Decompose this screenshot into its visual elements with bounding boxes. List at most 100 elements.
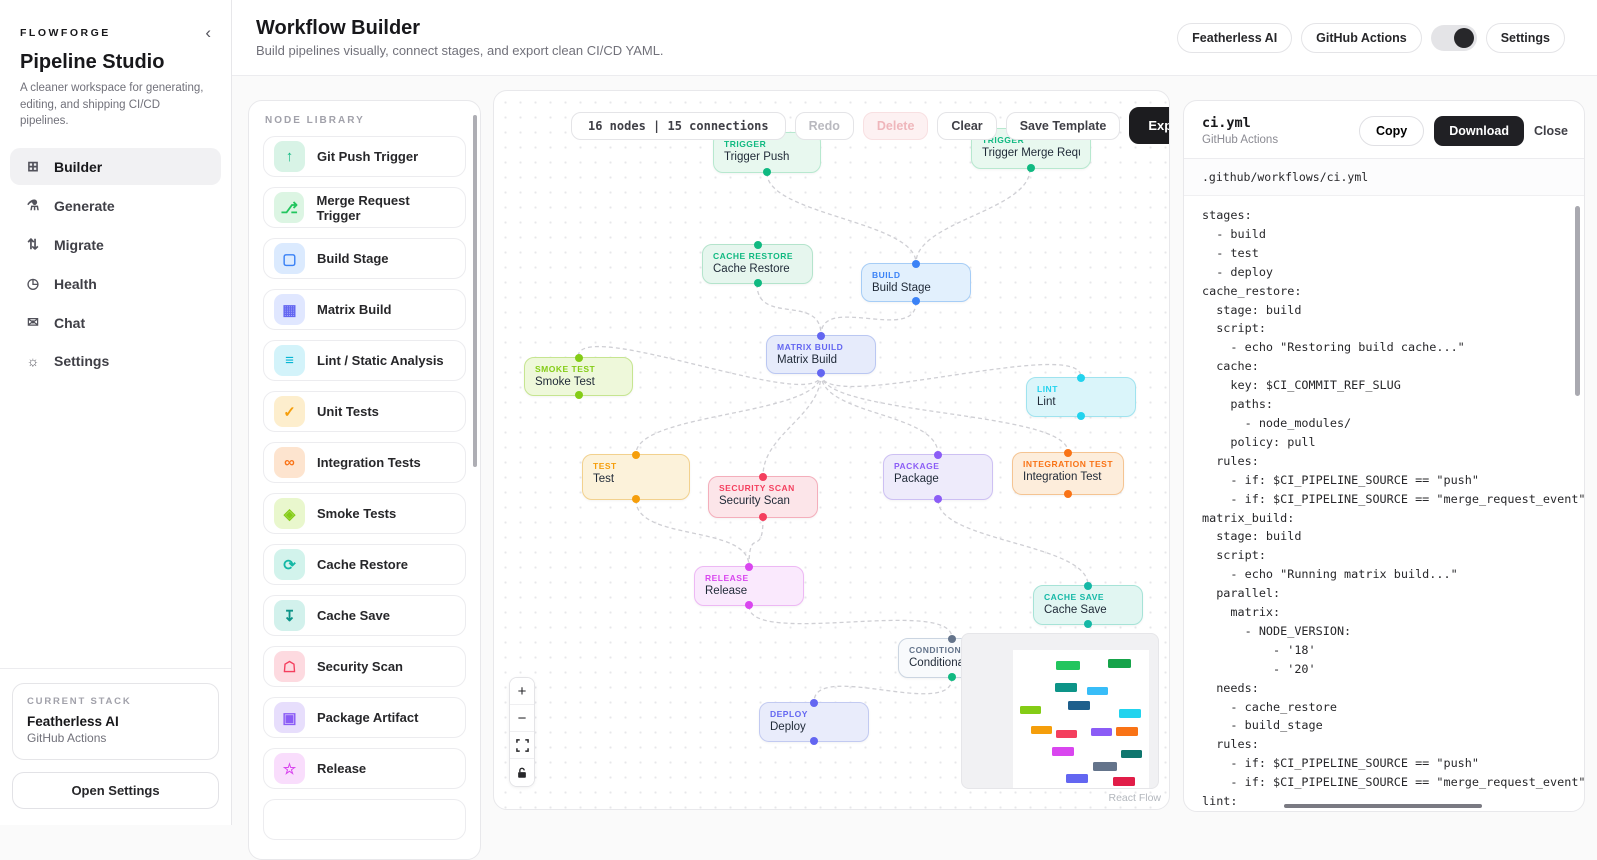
node-handle-top[interactable] [912, 260, 920, 268]
node-handle-top[interactable] [817, 332, 825, 340]
library-item-merge-request-trigger[interactable]: ⎇Merge Request Trigger [263, 187, 466, 228]
sidebar-item-health[interactable]: ◷Health [10, 265, 221, 302]
library-item-cache-save[interactable]: ↧Cache Save [263, 595, 466, 636]
edge[interactable] [821, 302, 916, 335]
zoom-out-icon[interactable]: − [510, 705, 534, 732]
node-name: Security Scan [719, 495, 807, 507]
node-handle-bottom[interactable] [745, 601, 753, 609]
node-handle-top[interactable] [754, 241, 762, 249]
node-handle-top[interactable] [575, 354, 583, 362]
library-item-build-stage[interactable]: ▢Build Stage [263, 238, 466, 279]
yaml-horizontal-scrollbar[interactable] [1284, 804, 1482, 808]
node-handle-top[interactable] [1077, 374, 1085, 382]
minimap[interactable] [961, 633, 1159, 789]
library-item-package-artifact[interactable]: ▣Package Artifact [263, 697, 466, 738]
minimap-viewport [1013, 650, 1149, 789]
node-handle-bottom[interactable] [817, 369, 825, 377]
copy-button[interactable]: Copy [1359, 116, 1424, 146]
redo-button[interactable]: Redo [795, 112, 854, 140]
node-handle-bottom[interactable] [934, 495, 942, 503]
library-item-matrix-build[interactable]: ▦Matrix Build [263, 289, 466, 330]
sidebar-item-settings[interactable]: ☼Settings [10, 343, 221, 379]
close-button[interactable]: Close [1534, 124, 1568, 138]
clear-button[interactable]: Clear [937, 112, 996, 140]
node-handle-bottom[interactable] [1084, 620, 1092, 628]
library-scrollbar[interactable] [473, 115, 477, 467]
sidebar-item-chat[interactable]: ✉Chat [10, 304, 221, 341]
edge[interactable] [757, 284, 821, 335]
edge[interactable] [636, 374, 821, 454]
sidebar-item-migrate[interactable]: ⇅Migrate [10, 226, 221, 263]
node-handle-top[interactable] [934, 451, 942, 459]
delete-button[interactable]: Delete [863, 112, 929, 140]
zoom-in-icon[interactable]: + [510, 678, 534, 705]
node-handle-bottom[interactable] [575, 391, 583, 399]
library-item-git-push-trigger[interactable]: ↑Git Push Trigger [263, 136, 466, 177]
provider-pill[interactable]: Featherless AI [1177, 23, 1292, 53]
node-handle-top[interactable] [948, 635, 956, 643]
node-handle-bottom[interactable] [1064, 490, 1072, 498]
node-handle-bottom[interactable] [1027, 164, 1035, 172]
node-name: Smoke Test [535, 376, 622, 388]
node-handle-bottom[interactable] [632, 495, 640, 503]
runtime-pill[interactable]: GitHub Actions [1301, 23, 1422, 53]
library-item-release[interactable]: ☆Release [263, 748, 466, 789]
node-handle-bottom[interactable] [754, 279, 762, 287]
chevron-left-icon[interactable]: ‹ [205, 24, 211, 41]
node-handle-top[interactable] [632, 451, 640, 459]
edge[interactable] [749, 518, 763, 566]
yaml-vertical-scrollbar[interactable] [1575, 206, 1580, 396]
library-item-integration-tests[interactable]: ∞Integration Tests [263, 442, 466, 483]
edge[interactable] [814, 678, 952, 702]
node-category: MATRIX BUILD [777, 342, 865, 352]
lock-icon[interactable] [510, 759, 534, 786]
library-item-partial[interactable] [263, 799, 466, 840]
settings-button[interactable]: Settings [1486, 23, 1565, 53]
node-handle-top[interactable] [745, 563, 753, 571]
open-settings-button[interactable]: Open Settings [12, 772, 219, 809]
node-handle-top[interactable] [759, 473, 767, 481]
node-handle-bottom[interactable] [912, 297, 920, 305]
export-yaml-button[interactable]: Export YAML [1129, 107, 1170, 144]
robot-icon: ⚗ [24, 197, 42, 214]
node-handle-top[interactable] [810, 699, 818, 707]
edge[interactable] [763, 374, 821, 476]
node-handle-bottom[interactable] [1077, 412, 1085, 420]
node-handle-top[interactable] [1084, 582, 1092, 590]
library-item-smoke-tests[interactable]: ◈Smoke Tests [263, 493, 466, 534]
library-item-lint-static-analysis[interactable]: ≡Lint / Static Analysis [263, 340, 466, 381]
library-item-cache-restore[interactable]: ⟳Cache Restore [263, 544, 466, 585]
sidebar-item-generate[interactable]: ⚗Generate [10, 187, 221, 224]
save-template-button[interactable]: Save Template [1006, 112, 1121, 140]
node-handle-bottom[interactable] [810, 737, 818, 745]
edge[interactable] [916, 169, 1030, 263]
theme-toggle[interactable] [1431, 25, 1477, 51]
node-category: RELEASE [705, 573, 793, 583]
fit-view-icon[interactable] [510, 732, 534, 759]
library-item-security-scan[interactable]: ☖Security Scan [263, 646, 466, 687]
node-handle-bottom[interactable] [763, 168, 771, 176]
library-item-label: Integration Tests [317, 455, 421, 470]
node-handle-top[interactable] [1064, 449, 1072, 457]
library-item-unit-tests[interactable]: ✓Unit Tests [263, 391, 466, 432]
node-handle-bottom[interactable] [948, 673, 956, 681]
edge[interactable] [938, 500, 1088, 585]
edge[interactable] [749, 606, 952, 638]
download-button[interactable]: Download [1434, 116, 1524, 146]
node-handle-bottom[interactable] [759, 513, 767, 521]
sidebar-item-builder[interactable]: ⊞Builder [10, 148, 221, 185]
